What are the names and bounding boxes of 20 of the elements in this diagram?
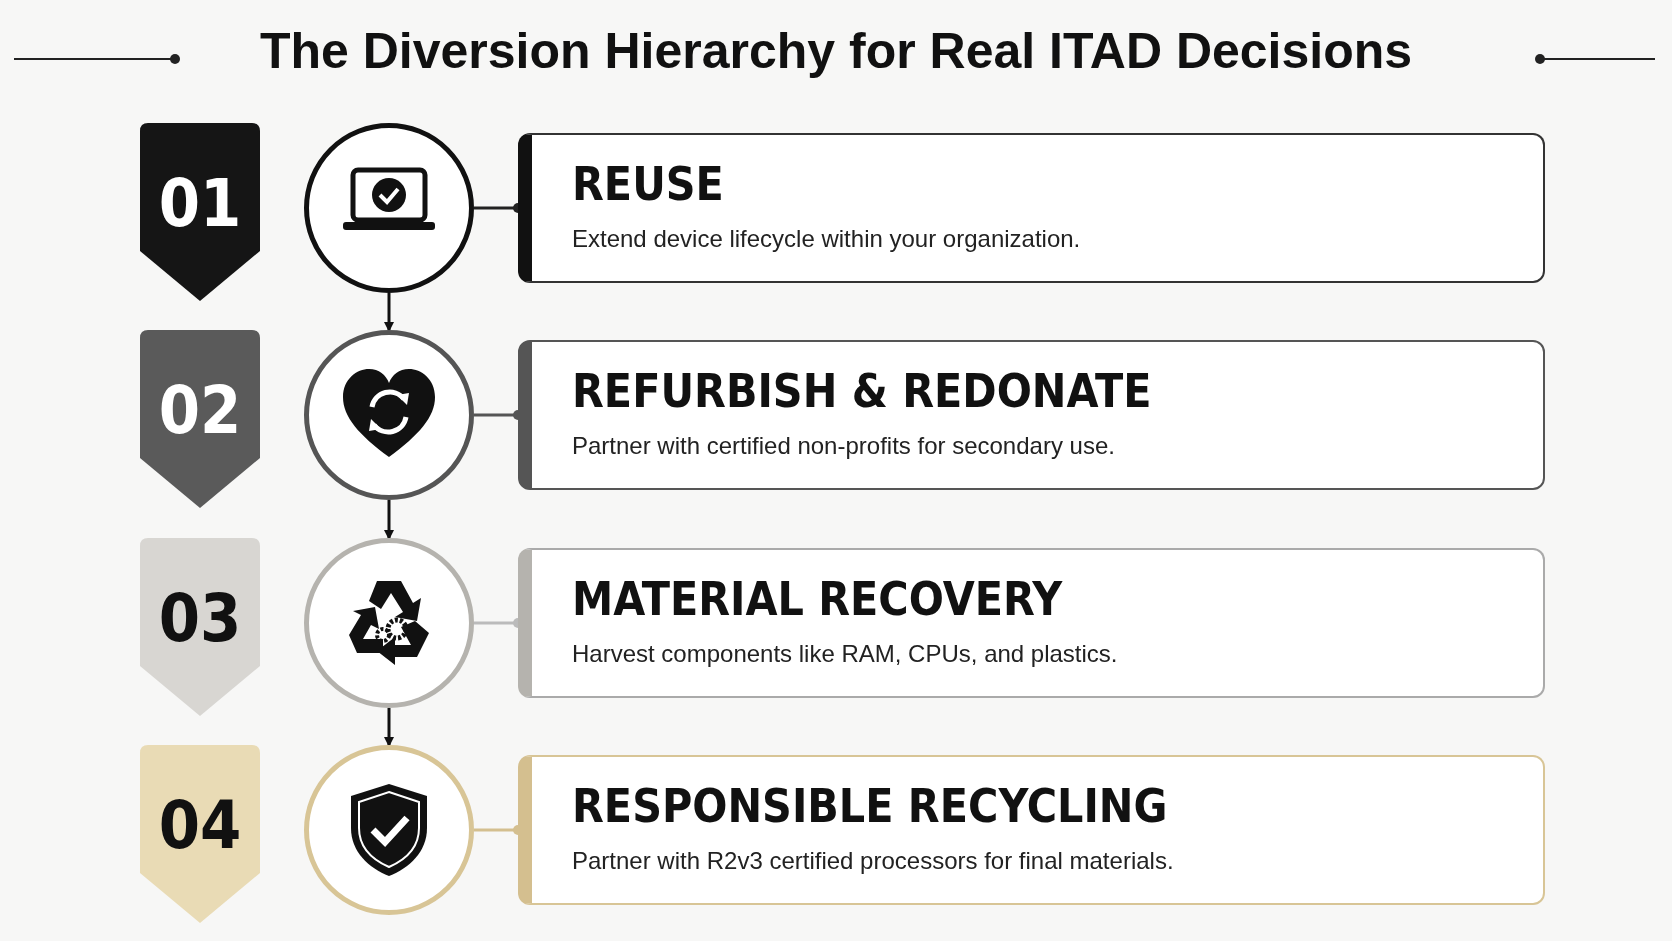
step-card (518, 133, 1545, 283)
step-card (518, 548, 1545, 698)
arrow (384, 293, 394, 332)
step-card (518, 755, 1545, 905)
number-badge: 03 (140, 538, 260, 716)
step-heading: MATERIAL RECOVERY (572, 572, 1063, 626)
step-heading: RESPONSIBLE RECYCLING (572, 779, 1168, 833)
arrow (384, 708, 394, 747)
number-badge: 01 (140, 123, 260, 301)
arrow (384, 500, 394, 540)
step-description: Extend device lifecycle within your organization. (572, 225, 1081, 253)
number-badge: 02 (140, 330, 260, 508)
step-card (518, 340, 1545, 490)
number-badge: 04 (140, 745, 260, 923)
step-description: Partner with R2v3 certified processors for final materials. (572, 847, 1174, 875)
step-description: Harvest components like RAM, CPUs, and plastics. (572, 640, 1118, 668)
step-description: Partner with certified non-profits for secondary use. (572, 432, 1115, 460)
step-heading: REUSE (572, 157, 724, 211)
title: The Diversion Hierarchy for Real ITAD Decisions (259, 22, 1413, 80)
step-heading: REFURBISH & REDONATE (572, 364, 1152, 418)
